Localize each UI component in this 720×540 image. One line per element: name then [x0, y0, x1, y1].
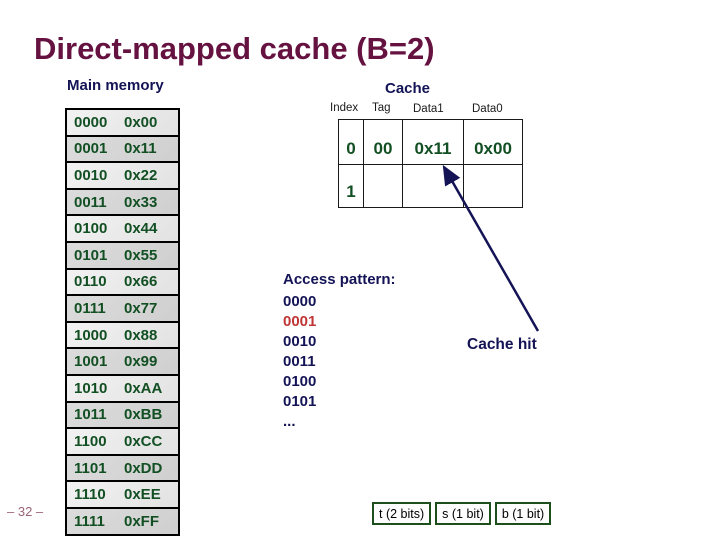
memory-row: 0000 0x00 — [65, 108, 180, 137]
cache-header-data0: Data0 — [472, 103, 503, 115]
memory-value: 0xAA — [124, 379, 163, 397]
memory-value: 0xBB — [124, 406, 163, 424]
cache-label: Cache — [385, 80, 431, 97]
main-memory-label: Main memory — [67, 77, 164, 94]
cache-hit-label: Cache hit — [467, 336, 537, 353]
cache-header-data1: Data1 — [413, 103, 444, 115]
memory-value: 0x77 — [124, 299, 158, 317]
memory-address: 1001 — [74, 353, 108, 371]
memory-address: 0111 — [74, 299, 106, 317]
memory-address: 1110 — [74, 486, 106, 504]
memory-address: 0110 — [74, 273, 107, 291]
access-pattern-item: ... — [283, 413, 296, 430]
memory-address: 1000 — [74, 326, 108, 344]
memory-address: 0100 — [74, 220, 108, 238]
main-memory-table: 0000 0x00 0001 0x11 0010 0x22 0011 0x33 0100… — [65, 108, 180, 536]
block-bits-box: b (1 bit) — [494, 502, 552, 525]
memory-address: 1100 — [74, 432, 107, 450]
memory-row: 0001 0x11 — [65, 134, 180, 164]
cache-cell-data0: 0x00 — [463, 120, 522, 164]
memory-row: 1011 0xBB — [65, 400, 180, 430]
set-bits-box: s (1 bit) — [435, 502, 491, 525]
memory-value: 0x22 — [124, 166, 158, 184]
memory-address: 1011 — [74, 406, 107, 424]
memory-address: 1101 — [74, 459, 107, 477]
memory-row: 1001 0x99 — [65, 347, 180, 376]
memory-address: 0011 — [74, 193, 107, 211]
access-pattern-item: 0010 — [283, 333, 317, 350]
memory-address: 0010 — [74, 166, 108, 184]
memory-row: 0011 0x33 — [65, 187, 180, 217]
memory-value: 0x44 — [124, 220, 158, 238]
memory-value: 0x33 — [124, 193, 158, 211]
access-pattern-item: 0000 — [283, 293, 317, 310]
memory-row: 0101 0x55 — [65, 240, 180, 270]
access-pattern-item: 0001 — [283, 313, 317, 330]
access-pattern-label: Access pattern: — [283, 271, 396, 288]
memory-row: 0111 0x77 — [65, 294, 180, 323]
memory-row: 0110 0x66 — [65, 267, 180, 297]
memory-address: 0001 — [74, 140, 108, 158]
cache-cell-tag — [363, 164, 402, 207]
memory-address: 1111 — [74, 512, 105, 530]
memory-value: 0xEE — [124, 486, 161, 504]
memory-value: 0xDD — [124, 459, 163, 477]
memory-address: 0000 — [74, 113, 108, 131]
memory-value: 0x99 — [124, 353, 158, 371]
memory-value: 0x55 — [124, 246, 158, 264]
memory-value: 0xFF — [124, 512, 160, 530]
access-pattern: Access pattern: 0000 0001 0010 0011 0100… — [283, 271, 396, 432]
slide-title: Direct-mapped cache (B=2) — [34, 31, 435, 66]
page-number: – 32 – — [7, 504, 44, 519]
memory-row: 1000 0x88 — [65, 320, 180, 350]
memory-row: 0010 0x22 — [65, 161, 180, 190]
memory-value: 0x00 — [124, 113, 158, 131]
memory-address: 1010 — [74, 379, 108, 397]
memory-row: 1100 0xCC — [65, 427, 180, 456]
cache-cell-data1 — [402, 164, 463, 207]
memory-row: 1010 0xAA — [65, 373, 180, 403]
memory-row: 0100 0x44 — [65, 214, 180, 243]
memory-row: 1110 0xEE — [65, 480, 180, 509]
memory-value: 0x88 — [124, 326, 158, 344]
memory-value: 0x66 — [124, 273, 158, 291]
address-field-boxes: t (2 bits) s (1 bit) b (1 bit) — [372, 502, 552, 525]
memory-row: 1111 0xFF — [65, 506, 180, 536]
cache-cell-data0 — [463, 164, 522, 207]
cache-cell-index: 0 — [346, 139, 356, 158]
access-pattern-item: 0100 — [283, 373, 317, 390]
cache-cell-index: 1 — [339, 164, 363, 207]
access-pattern-item: 0011 — [283, 353, 316, 370]
cache-cell-tag: 00 — [363, 120, 402, 164]
access-pattern-item: 0101 — [283, 393, 317, 410]
memory-row: 1101 0xDD — [65, 453, 180, 483]
cache-header-index: Index — [330, 102, 359, 114]
cache-table: 0 00 0x11 0x00 1 — [338, 119, 523, 208]
cache-header-tag: Tag — [372, 102, 391, 114]
memory-value: 0xCC — [124, 432, 163, 450]
cache-cell-data1: 0x11 — [402, 120, 463, 164]
memory-value: 0x11 — [124, 140, 157, 158]
tag-bits-box: t (2 bits) — [372, 502, 432, 525]
memory-address: 0101 — [74, 246, 108, 264]
